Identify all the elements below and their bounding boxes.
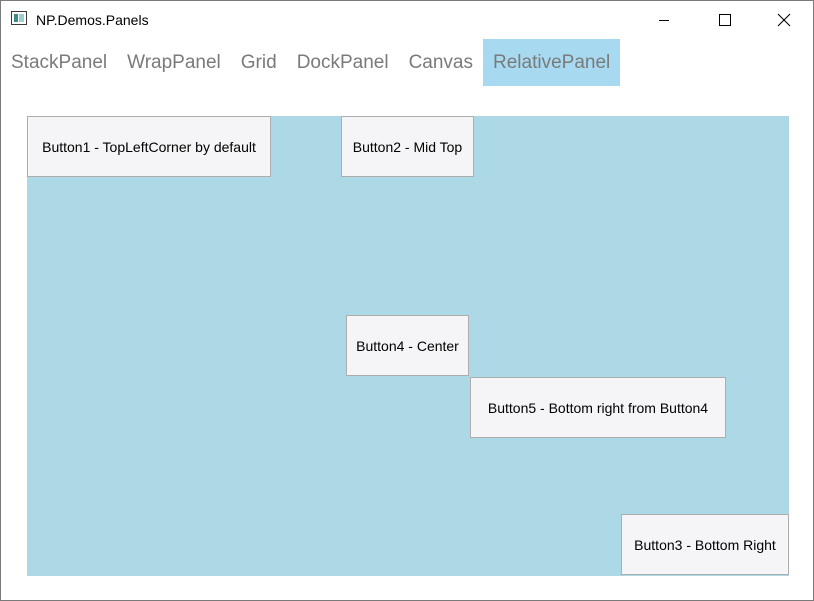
maximize-button[interactable] [702, 1, 748, 38]
tab-wrappanel[interactable]: WrapPanel [127, 52, 221, 73]
button2-mid-top[interactable]: Button2 - Mid Top [341, 116, 474, 177]
tab-canvas[interactable]: Canvas [408, 52, 473, 73]
window-title: NP.Demos.Panels [36, 12, 149, 28]
button1-top-left[interactable]: Button1 - TopLeftCorner by default [27, 116, 271, 177]
close-button[interactable] [761, 1, 807, 38]
tab-dockpanel[interactable]: DockPanel [296, 52, 389, 73]
minimize-icon [659, 19, 669, 21]
button5-bottom-right-from-button4[interactable]: Button5 - Bottom right from Button4 [470, 377, 726, 438]
close-icon [777, 13, 791, 26]
relative-panel: Button1 - TopLeftCorner by default Butto… [27, 116, 789, 576]
button3-bottom-right[interactable]: Button3 - Bottom Right [621, 514, 789, 575]
button4-center[interactable]: Button4 - Center [346, 315, 469, 376]
tab-strip: StackPanel WrapPanel Grid DockPanel Canv… [1, 39, 621, 86]
app-window-icon [11, 11, 27, 25]
minimize-button[interactable] [641, 1, 687, 38]
tab-relativepanel[interactable]: RelativePanel [483, 39, 621, 86]
title-bar[interactable]: NP.Demos.Panels [1, 1, 813, 38]
tab-grid[interactable]: Grid [240, 52, 277, 73]
tab-stackpanel[interactable]: StackPanel [11, 52, 108, 73]
maximize-icon [719, 13, 731, 26]
